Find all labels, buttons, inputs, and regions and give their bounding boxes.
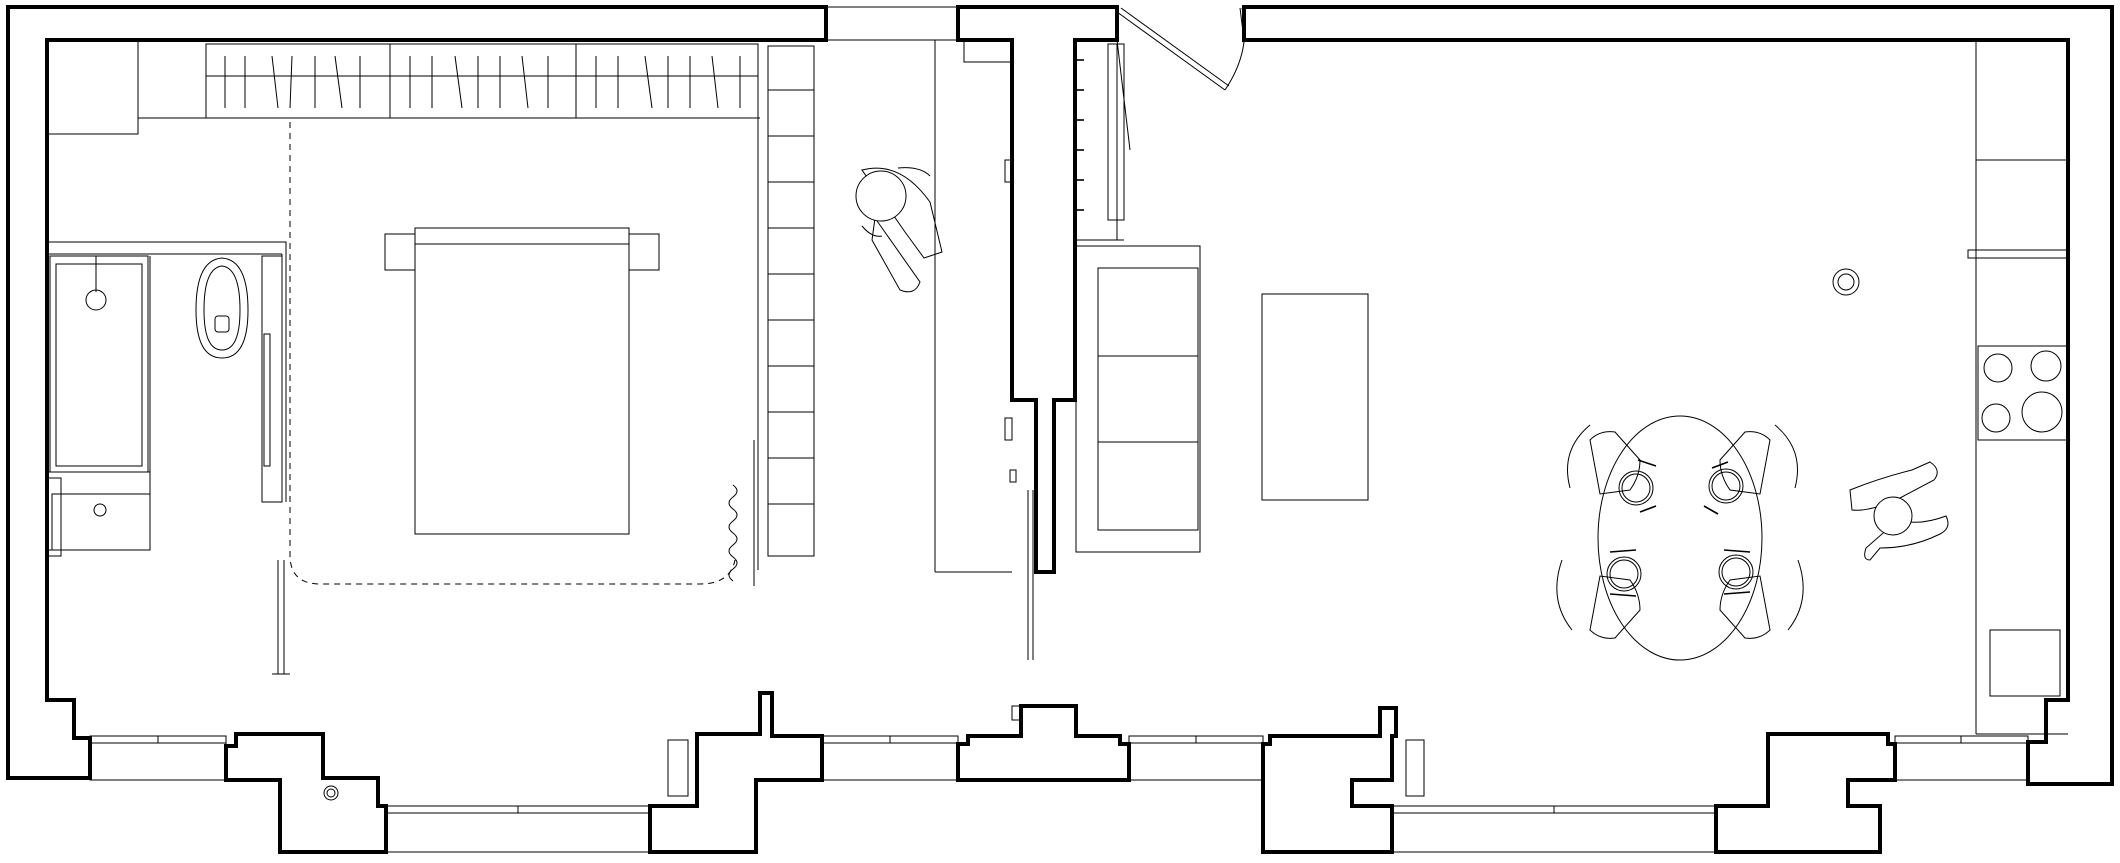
double-bed [384, 227, 660, 535]
place-settings [1606, 459, 1754, 597]
bathroom [46, 241, 290, 675]
wall-pier-4 [1261, 706, 1398, 854]
person-figure-hallway [855, 167, 943, 293]
bathroom-sliding-door [261, 255, 283, 503]
washbasin [51, 493, 151, 551]
exterior-walls [6, 5, 2114, 854]
person-figure-dining [1849, 461, 1949, 561]
kitchen-counter-edge [1967, 249, 2069, 259]
wall-pier-5 [1714, 732, 1897, 854]
bookshelf-shelves [768, 89, 814, 505]
entrance [1076, 7, 1246, 241]
burner-2 [2030, 350, 2062, 382]
rug-outline [289, 122, 736, 585]
entrance-door-swing [1224, 7, 1246, 91]
toilet [195, 257, 249, 359]
windows [89, 6, 2029, 853]
burner-1 [1983, 353, 2013, 383]
ceiling-light [1832, 268, 1860, 296]
coat-rack [1107, 43, 1125, 221]
dining-area [1556, 415, 1949, 661]
bathtub [49, 255, 149, 473]
burner-4 [2021, 391, 2063, 433]
wardrobe-hangers [224, 55, 741, 109]
cooktop [1977, 345, 2069, 441]
bath-drain [85, 289, 107, 311]
wall-central-partition [956, 5, 1119, 574]
pipe-circle [323, 785, 339, 801]
kitchen-sink [1989, 629, 2061, 697]
curtain [728, 484, 738, 582]
wall-pier-3 [956, 704, 1131, 782]
dining-chairs [1556, 424, 1804, 639]
coat-hooks [1076, 59, 1084, 211]
kitchen [1832, 40, 2069, 735]
bookshelf [767, 45, 815, 557]
hallway [855, 40, 1034, 660]
burner-3 [1981, 403, 2011, 433]
bedroom [47, 40, 815, 586]
coffee-table [1261, 293, 1369, 501]
wall-left-wing [6, 5, 828, 780]
wall-pier-2 [648, 691, 824, 854]
wall-right-wing [1242, 5, 2114, 786]
living-room [1075, 245, 1369, 553]
wardrobe [205, 43, 759, 119]
radiator-2 [1405, 739, 1425, 797]
radiator-1 [667, 739, 689, 797]
wall-pier-1 [224, 732, 388, 854]
sofa [1075, 245, 1201, 553]
dining-table [1597, 415, 1763, 661]
